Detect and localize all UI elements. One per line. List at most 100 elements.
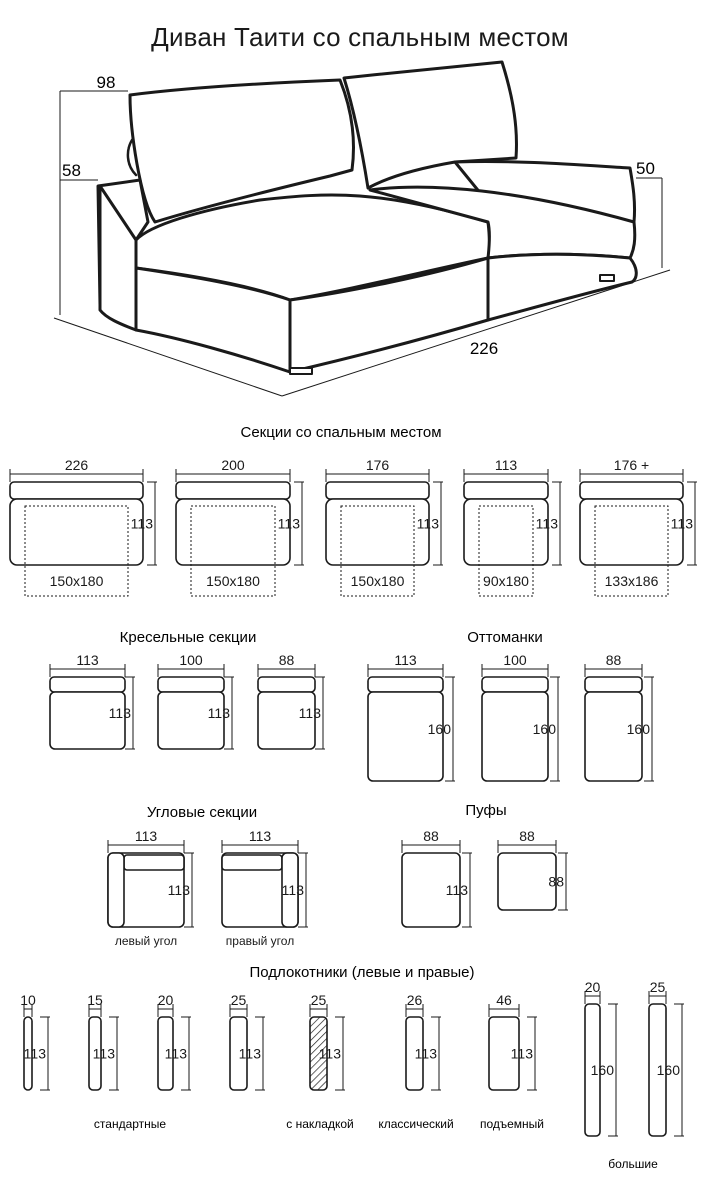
armrest: 25 113 xyxy=(309,992,345,1091)
heading-corner: Угловые секции xyxy=(147,804,257,821)
side-cushion xyxy=(281,852,299,928)
seat-block xyxy=(463,498,549,566)
width-label: 10 xyxy=(20,992,36,1008)
width-label: 113 xyxy=(135,828,158,844)
armrest-body xyxy=(157,1016,174,1091)
depth-label: 113 xyxy=(299,705,322,721)
back-cushion xyxy=(175,481,291,500)
pouf-body xyxy=(497,852,557,911)
depth-label: 160 xyxy=(627,721,651,737)
right-corner-section: 113 113 правый угол xyxy=(221,828,308,948)
heading-pouf: Пуфы xyxy=(465,802,506,819)
depth-label: 113 xyxy=(131,516,154,532)
depth-label: 113 xyxy=(671,516,694,532)
width-label: 20 xyxy=(158,992,174,1008)
sofa-illustration xyxy=(96,60,638,375)
armrest-body xyxy=(648,1003,667,1137)
depth-label: 160 xyxy=(428,721,452,737)
sofa-dimension-lines xyxy=(53,90,671,397)
depth-label: 113 xyxy=(239,1046,262,1062)
dim-seat-label: 58 xyxy=(62,161,81,180)
depth-label: 113 xyxy=(109,705,132,721)
width-label: 113 xyxy=(249,828,272,844)
depth-label: 113 xyxy=(165,1046,188,1062)
back-cushion xyxy=(325,481,430,500)
armrest-body xyxy=(229,1016,248,1091)
width-label: 20 xyxy=(585,979,601,995)
width-label: 113 xyxy=(495,457,518,473)
depth-label: 113 xyxy=(319,1046,342,1062)
width-label: 25 xyxy=(650,979,666,995)
back-cushion xyxy=(257,676,316,693)
depth-label: 113 xyxy=(93,1046,116,1062)
back-cushion xyxy=(481,676,549,693)
caption-classic: классический xyxy=(378,1117,453,1131)
armrest-sections: 1011315113201132511325113261134611320160… xyxy=(20,979,684,1137)
armrest-body xyxy=(584,1003,601,1137)
sleeping-size-label: 150x180 xyxy=(50,573,104,589)
pouf: 88 88 xyxy=(497,828,568,911)
depth-label: 113 xyxy=(208,705,231,721)
sleeping-sections: 226150x180113200150x180113176150x1801131… xyxy=(9,457,697,597)
depth-label: 88 xyxy=(548,874,564,890)
corner-caption: левый угол xyxy=(115,934,177,948)
width-label: 88 xyxy=(519,828,535,844)
armrest-body xyxy=(488,1016,520,1091)
caption-lifting: подъемный xyxy=(480,1117,544,1131)
seat-block xyxy=(175,498,291,566)
width-label: 46 xyxy=(496,992,512,1008)
depth-label: 113 xyxy=(536,516,559,532)
back-cushion xyxy=(579,481,684,500)
side-cushion xyxy=(107,852,125,928)
sleeping-section: 226 150x180 113 xyxy=(9,457,157,597)
depth-label: 160 xyxy=(533,721,557,737)
seat-block xyxy=(584,691,643,782)
seat-block xyxy=(579,498,684,566)
depth-label: 113 xyxy=(168,882,191,898)
width-label: 26 xyxy=(407,992,423,1008)
corner-sections: 113 113 левый угол 113 113 правый угол xyxy=(107,828,308,948)
heading-armchair: Кресельные секции xyxy=(120,629,257,646)
seat-block xyxy=(9,498,144,566)
width-label: 88 xyxy=(423,828,439,844)
sleeping-area-outline xyxy=(594,505,669,597)
pouf-body xyxy=(401,852,461,928)
sleeping-area-outline xyxy=(340,505,415,597)
sleeping-size-label: 90x180 xyxy=(483,573,529,589)
back-cushion xyxy=(123,854,185,871)
corner-caption: правый угол xyxy=(226,934,294,948)
armrest: 26 113 xyxy=(405,992,441,1091)
sleeping-size-label: 150x180 xyxy=(206,573,260,589)
depth-label: 113 xyxy=(417,516,440,532)
seat-block xyxy=(49,691,126,750)
heading-sleeping: Секции со спальным местом xyxy=(240,424,441,441)
armrest-body xyxy=(23,1016,33,1091)
width-label: 25 xyxy=(311,992,327,1008)
width-label: 113 xyxy=(394,652,417,668)
seat-block xyxy=(157,691,225,750)
back-cushion xyxy=(49,676,126,693)
dim-height-label: 98 xyxy=(97,73,116,92)
width-label: 200 xyxy=(221,457,245,473)
depth-label: 113 xyxy=(282,882,305,898)
sleeping-size-label: 133x186 xyxy=(605,573,659,589)
depth-label: 113 xyxy=(24,1046,47,1062)
width-label: 226 xyxy=(65,457,89,473)
caption-standard: стандартные xyxy=(94,1117,166,1131)
depth-label: 113 xyxy=(415,1046,438,1062)
width-label: 176 + xyxy=(614,457,649,473)
sleeping-section: 113 90x180 113 xyxy=(463,457,562,597)
sleeping-area-outline xyxy=(24,505,129,597)
